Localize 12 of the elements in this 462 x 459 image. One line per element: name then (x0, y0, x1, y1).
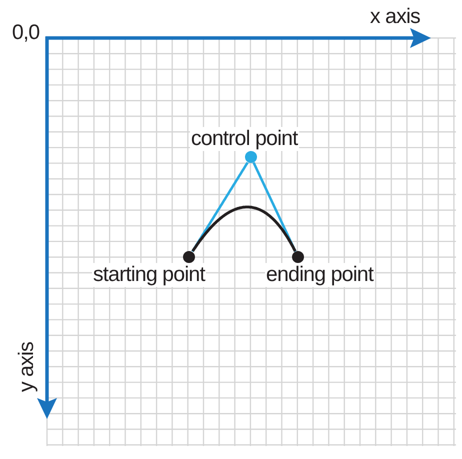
point-marker (92, 251, 206, 287)
point-marker (265, 251, 374, 287)
point-label: control point (190, 127, 299, 151)
curve-line (192, 206, 296, 252)
axis-label: x axis (370, 5, 420, 29)
point-label: starting point (92, 263, 206, 287)
axis-label: y axis (15, 342, 40, 392)
control-line (252, 162, 297, 252)
point-marker (190, 127, 299, 163)
origin-label: 0,0 (12, 21, 40, 45)
point-label: ending point (265, 263, 374, 287)
control-line (191, 162, 249, 252)
